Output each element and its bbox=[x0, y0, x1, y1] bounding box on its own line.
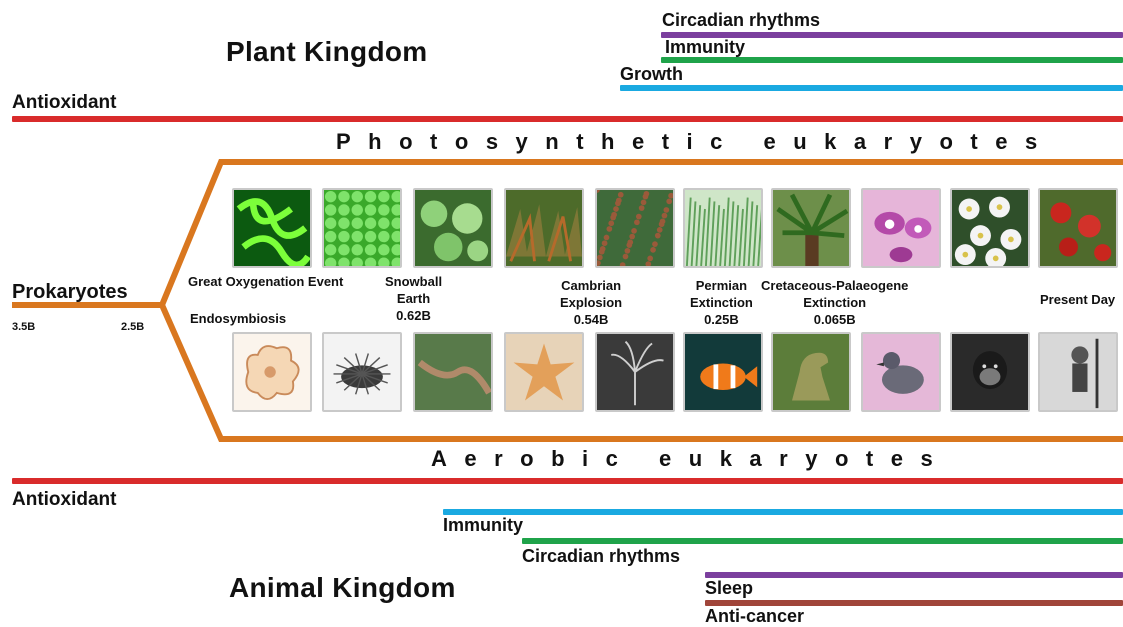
time-2-5b: 2.5B bbox=[121, 321, 144, 333]
event-endosymbiosis: Endosymbiosis bbox=[190, 310, 286, 327]
plant-image-orchid-flower bbox=[861, 188, 941, 268]
animal-image-pigeon bbox=[861, 332, 941, 412]
animal-image-spiny-microbe bbox=[322, 332, 402, 412]
plant-image-aquatic-plant bbox=[413, 188, 493, 268]
animal-kingdom-title: Animal Kingdom bbox=[229, 572, 456, 604]
plant-image-red-fruit bbox=[1038, 188, 1118, 268]
event-snowball-earth: Snowball Earth 0.62B bbox=[385, 273, 442, 324]
event-cambrian-explosion: Cambrian Explosion 0.54B bbox=[560, 277, 622, 328]
aerobic-eukaryotes-label: Aerobic eukaryotes bbox=[431, 446, 950, 472]
plant-image-green-algae-cells bbox=[322, 188, 402, 268]
plant-image-moss bbox=[504, 188, 584, 268]
event-present-day: Present Day bbox=[1040, 291, 1115, 308]
animal-image-chimpanzee bbox=[950, 332, 1030, 412]
animal-image-amoeba-cell bbox=[232, 332, 312, 412]
animal-antioxidant-bar bbox=[12, 478, 1123, 484]
animal-circadian-label: Circadian rhythms bbox=[522, 546, 680, 567]
plant-image-spore-plant bbox=[595, 188, 675, 268]
animal-immunity-label: Immunity bbox=[443, 515, 523, 536]
animal-image-human-warrior bbox=[1038, 332, 1118, 412]
animal-sleep-bar bbox=[705, 572, 1123, 578]
prokaryotes-label: Prokaryotes bbox=[12, 281, 128, 304]
animal-antioxidant-label: Antioxidant bbox=[12, 489, 117, 511]
event-great-oxygenation: Great Oxygenation Event bbox=[188, 273, 343, 290]
event-kpg-extinction: Cretaceous-Palaeogene Extinction 0.065B bbox=[761, 277, 908, 328]
animal-image-starfish bbox=[504, 332, 584, 412]
animal-anticancer-label: Anti-cancer bbox=[705, 606, 804, 627]
plant-image-cycad-palm bbox=[771, 188, 851, 268]
animal-image-hydra bbox=[595, 332, 675, 412]
plant-image-green-algae-filament bbox=[232, 188, 312, 268]
animal-image-worm bbox=[413, 332, 493, 412]
animal-immunity-bar bbox=[443, 509, 1123, 515]
animal-sleep-label: Sleep bbox=[705, 578, 753, 599]
animal-circadian-bar bbox=[522, 538, 1123, 544]
plant-image-grass bbox=[683, 188, 763, 268]
event-permian-extinction: Permian Extinction 0.25B bbox=[690, 277, 753, 328]
animal-image-clownfish bbox=[683, 332, 763, 412]
plant-image-white-flowers bbox=[950, 188, 1030, 268]
time-3-5b: 3.5B bbox=[12, 321, 35, 333]
animal-image-dinosaur bbox=[771, 332, 851, 412]
